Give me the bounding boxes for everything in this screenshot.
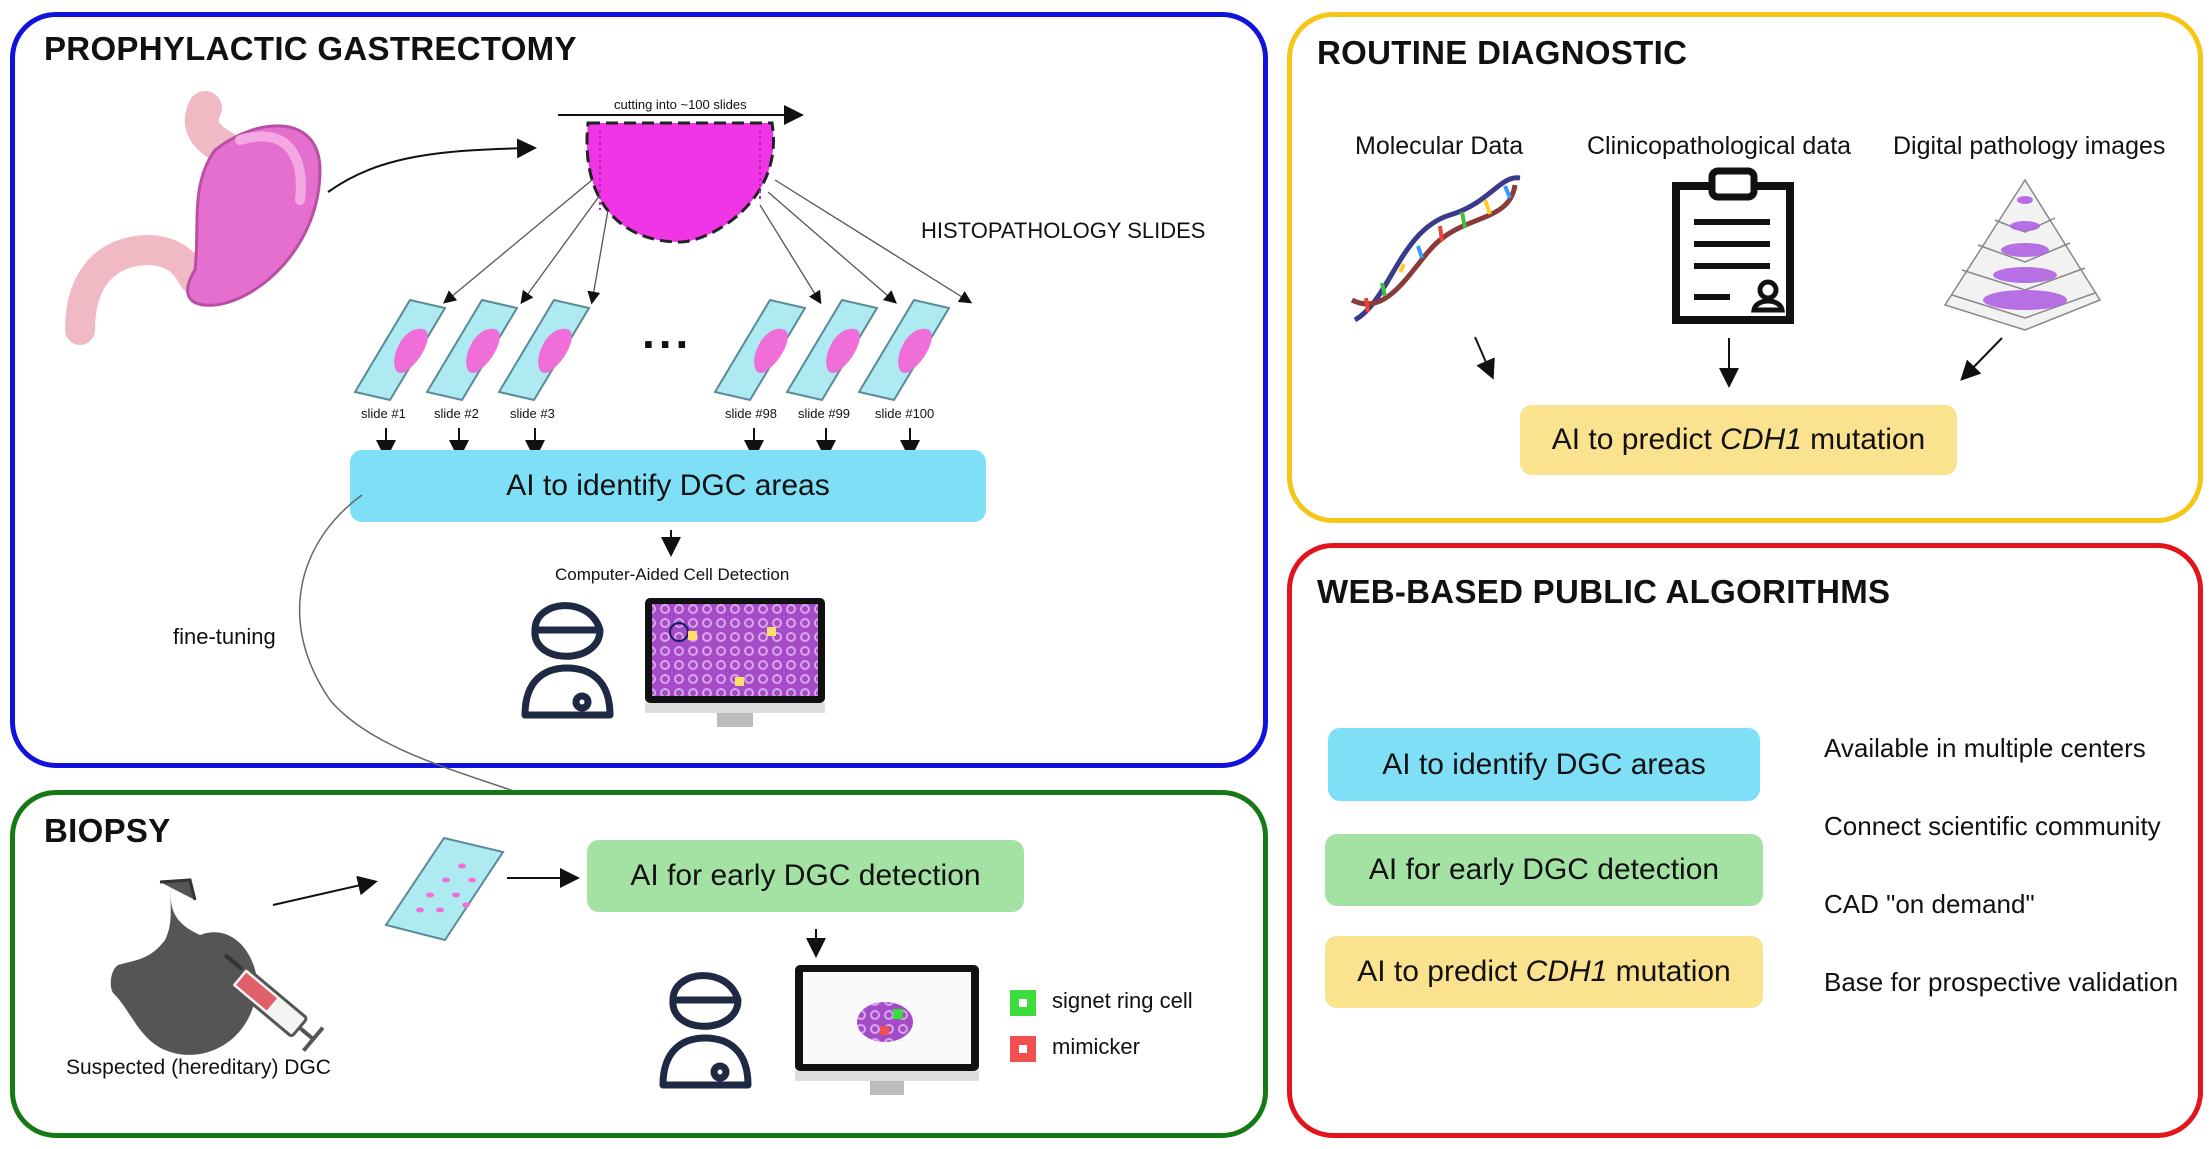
slide-label-2: slide #2 bbox=[434, 406, 479, 421]
panel-title-biopsy: BIOPSY bbox=[44, 812, 171, 849]
panel-title-prophylactic: PROPHYLACTIC GASTRECTOMY bbox=[44, 30, 577, 67]
histopathology-label: HISTOPATHOLOGY SLIDES bbox=[921, 218, 1206, 243]
legend-swatch-inner-mimicker bbox=[1019, 1045, 1027, 1053]
benefit-cad-on-demand: CAD "on demand" bbox=[1824, 889, 2035, 919]
benefit-prospective-validation: Base for prospective validation bbox=[1824, 967, 2179, 997]
web-box-early-dgc: AI for early DGC detection bbox=[1325, 834, 1763, 906]
ai-identify-dgc-box: AI to identify DGC areas bbox=[350, 450, 986, 522]
slide-label-99: slide #99 bbox=[798, 406, 851, 421]
ai-predict-gene: CDH1 bbox=[1720, 423, 1802, 456]
panel-title-routine: ROUTINE DIAGNOSTIC bbox=[1317, 34, 1688, 71]
fine-tuning-label: fine-tuning bbox=[173, 624, 276, 649]
panel-title-web: WEB-BASED PUBLIC ALGORITHMS bbox=[1317, 573, 1891, 610]
slide-image-99 bbox=[785, 298, 879, 402]
web-box-predict-cdh1: AI to predict CDH1 mutation bbox=[1325, 936, 1763, 1008]
cad-label: Computer-Aided Cell Detection bbox=[555, 565, 790, 584]
web-predict-suffix: mutation bbox=[1607, 955, 1731, 988]
slide-image-100 bbox=[857, 298, 951, 402]
slide-image-1 bbox=[353, 298, 447, 402]
benefit-multiple-centers: Available in multiple centers bbox=[1824, 733, 2146, 763]
slide-label-3: slide #3 bbox=[510, 406, 555, 421]
ai-predict-prefix: AI to predict bbox=[1551, 423, 1721, 456]
slide-label-100: slide #100 bbox=[875, 406, 935, 421]
source-digital-pathology: Digital pathology images bbox=[1893, 132, 2166, 160]
ai-predict-cdh1-box: AI to predict CDH1 mutation bbox=[1520, 405, 1957, 475]
slides-ellipsis: ... bbox=[642, 306, 693, 358]
slide-label-1: slide #1 bbox=[361, 406, 406, 421]
web-predict-gene: CDH1 bbox=[1525, 955, 1608, 988]
web-predict-prefix: AI to predict bbox=[1357, 955, 1526, 988]
slide-image-98 bbox=[713, 298, 807, 402]
slide-image-3 bbox=[497, 298, 591, 402]
biopsy-caption: Suspected (hereditary) DGC bbox=[66, 1056, 331, 1079]
legend-label-signet: signet ring cell bbox=[1052, 988, 1193, 1013]
ai-early-dgc-box: AI for early DGC detection bbox=[587, 840, 1024, 912]
ai-predict-suffix: mutation bbox=[1801, 423, 1926, 456]
source-clinicopathological: Clinicopathological data bbox=[1587, 132, 1852, 160]
source-molecular: Molecular Data bbox=[1355, 132, 1524, 160]
benefit-scientific-community: Connect scientific community bbox=[1824, 811, 2161, 841]
legend-label-mimicker: mimicker bbox=[1052, 1034, 1140, 1059]
slide-image-2 bbox=[425, 298, 519, 402]
legend-swatch-inner-signet bbox=[1019, 999, 1027, 1007]
cutting-label: cutting into ~100 slides bbox=[614, 97, 747, 112]
slide-label-98: slide #98 bbox=[725, 406, 778, 421]
web-box-identify-dgc: AI to identify DGC areas bbox=[1328, 728, 1760, 801]
